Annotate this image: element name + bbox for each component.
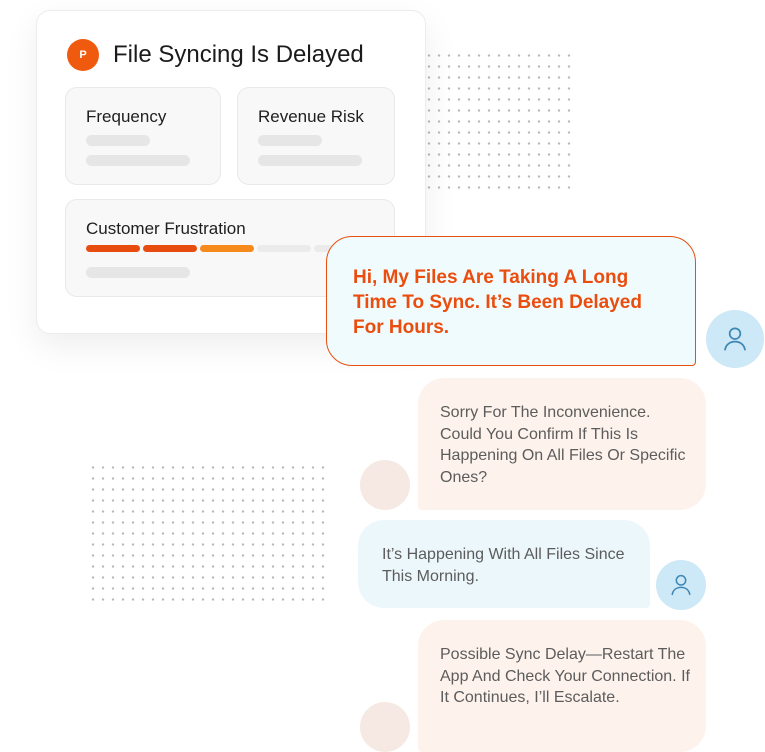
revenue-risk-tile: Revenue Risk	[237, 87, 395, 185]
skeleton-line	[258, 135, 322, 146]
customer-frustration-label: Customer Frustration	[86, 219, 246, 238]
agent-avatar	[360, 460, 410, 510]
agent-message-text: Possible Sync Delay—Restart The App And …	[440, 646, 690, 706]
skeleton-line	[86, 267, 190, 278]
user-icon	[671, 574, 691, 596]
customer-avatar	[656, 560, 706, 610]
card-header: P File Syncing Is Delayed	[67, 39, 364, 71]
meter-segment-filled	[86, 245, 140, 252]
customer-message-bubble: Hi, My Files Are Taking A Long Time To S…	[326, 236, 696, 366]
customer-message-bubble: It’s Happening With All Files Since This…	[358, 520, 650, 608]
agent-message-text: Sorry For The Inconvenience. Could You C…	[440, 404, 686, 486]
frequency-label: Frequency	[86, 107, 167, 126]
meter-segment-filled	[143, 245, 197, 252]
skeleton-line	[86, 135, 150, 146]
agent-avatar	[360, 702, 410, 752]
customer-avatar	[706, 310, 764, 368]
customer-message-text: It’s Happening With All Files Since This…	[382, 546, 625, 585]
agent-message-bubble: Sorry For The Inconvenience. Could You C…	[418, 378, 706, 510]
skeleton-line	[86, 155, 190, 166]
customer-message-text: Hi, My Files Are Taking A Long Time To S…	[353, 267, 642, 338]
brand-badge-letter: P	[79, 49, 87, 61]
agent-message-bubble: Possible Sync Delay—Restart The App And …	[418, 620, 706, 752]
frequency-tile: Frequency	[65, 87, 221, 185]
meter-segment-filled	[200, 245, 254, 252]
dot-pattern-top	[424, 50, 576, 192]
revenue-risk-label: Revenue Risk	[258, 107, 364, 126]
issue-card: P File Syncing Is Delayed Frequency Reve…	[36, 10, 426, 334]
issue-title: File Syncing Is Delayed	[113, 41, 364, 68]
meter-segment-empty	[257, 245, 311, 252]
user-icon	[724, 327, 746, 351]
brand-badge: P	[67, 39, 99, 71]
skeleton-line	[258, 155, 362, 166]
dot-pattern-bottom	[88, 462, 328, 608]
